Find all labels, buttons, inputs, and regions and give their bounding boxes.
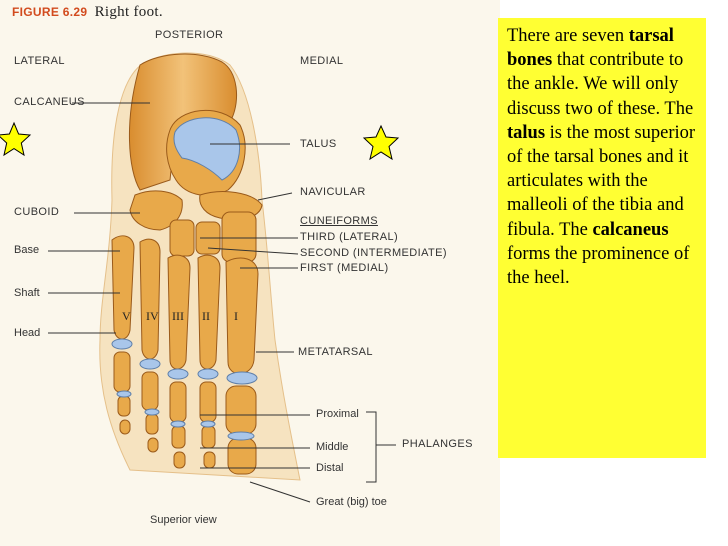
roman-1: I: [234, 309, 238, 323]
info-text-box: There are seven tarsal bones that contri…: [498, 18, 706, 458]
info-text-1: There are seven: [507, 26, 629, 46]
label-base: Base: [14, 244, 40, 256]
info-bold-talus: talus: [507, 122, 546, 143]
label-shaft: Shaft: [14, 287, 40, 299]
label-middle: Middle: [316, 441, 349, 453]
label-metatarsal: METATARSAL: [298, 346, 373, 358]
label-calcaneus: CALCANEUS: [14, 96, 85, 108]
joint-cartilage-group: [116, 390, 255, 441]
mt-head-3: [167, 368, 189, 380]
info-text-3: is the most superior of the tarsal bones…: [507, 122, 696, 240]
info-bold-tarsal: tarsal bones: [507, 26, 674, 71]
roman-4: IV: [146, 309, 159, 323]
label-cuneiforms: CUNEIFORMS: [300, 215, 378, 227]
metatarsal-4: [139, 238, 161, 360]
mt-head-2: [197, 368, 219, 380]
info-text-2: that contribute to the ankle. We will on…: [507, 50, 694, 119]
mt-head-1: [226, 371, 258, 385]
metatarsal-3: [167, 254, 191, 370]
roman-5: V: [122, 309, 131, 323]
foot-illustration: [48, 52, 396, 503]
label-phalanges: PHALANGES: [402, 438, 473, 450]
label-distal: Distal: [316, 462, 344, 474]
label-posterior: POSTERIOR: [155, 29, 224, 41]
metatarsal-1: [225, 257, 259, 375]
label-third-cuneiform: THIRD (LATERAL): [300, 231, 399, 243]
figure-number: FIGURE 6.29: [12, 5, 88, 19]
label-cuboid: CUBOID: [14, 206, 60, 218]
label-lateral: LATERAL: [14, 55, 65, 67]
label-medial: MEDIAL: [300, 55, 344, 67]
foot-figure: FIGURE 6.29 Right foot. POSTERIOR LATERA…: [0, 0, 500, 546]
mt-head-5: [111, 338, 133, 350]
roman-3: III: [172, 309, 184, 323]
label-proximal: Proximal: [316, 408, 359, 420]
mt-head-4: [139, 358, 161, 370]
info-text-4: forms the prominence of the heel.: [507, 243, 690, 289]
info-bold-calcaneus: calcaneus: [592, 219, 669, 240]
label-second-cuneiform: SECOND (INTERMEDIATE): [300, 247, 447, 259]
metatarsal-2: [197, 254, 221, 370]
talus-cartilage: [173, 117, 240, 181]
cuneiform-third: [169, 219, 195, 257]
label-great-toe: Great (big) toe: [316, 496, 387, 508]
label-first-cuneiform: FIRST (MEDIAL): [300, 262, 389, 274]
figure-caption: Superior view: [150, 514, 217, 526]
roman-2: II: [202, 309, 210, 323]
label-navicular: NAVICULAR: [300, 186, 366, 198]
figure-title: FIGURE 6.29 Right foot.: [12, 4, 163, 21]
label-talus: TALUS: [300, 138, 337, 150]
cuneiform-first: [221, 211, 257, 263]
metatarsal-5: [111, 235, 135, 340]
figure-name: Right foot.: [94, 4, 163, 20]
label-head: Head: [14, 327, 41, 339]
leader-lines: [48, 102, 396, 503]
